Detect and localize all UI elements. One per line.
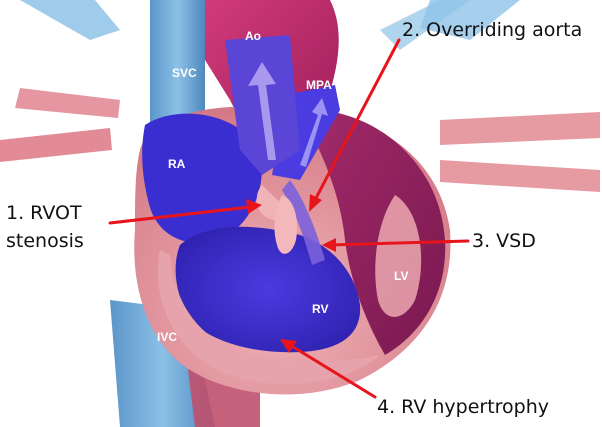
- arrowhead-rvot: [246, 199, 262, 214]
- mpa-flow-arrow: [300, 98, 328, 167]
- label-svc: SVC: [172, 66, 197, 80]
- ventricular-septum: [282, 180, 325, 265]
- callout-rvot-stenosis-line2: stenosis: [6, 230, 84, 252]
- arrowhead-overriding-aorta: [309, 194, 322, 212]
- arrowhead-rv-hypertrophy: [280, 339, 297, 353]
- callout-overriding-aorta: 2. Overriding aorta: [402, 19, 583, 41]
- overriding-aorta-flap: [274, 195, 298, 254]
- right-pulmonary-veins: [0, 0, 120, 162]
- arrow-rvot-stenosis: [108, 205, 252, 225]
- lv-wall-inner: [375, 195, 422, 317]
- label-rv: RV: [312, 302, 328, 316]
- arrow-overriding-aorta: [313, 38, 401, 202]
- arrow-vsd: [328, 239, 470, 247]
- rv-hypertrophy-wall: [157, 250, 380, 385]
- arrowhead-vsd: [322, 238, 336, 252]
- left-pulmonary-vessels: [380, 0, 600, 192]
- label-ao: Ao: [245, 29, 261, 43]
- callout-rvot-stenosis-line1: 1. RVOT: [6, 202, 82, 224]
- aorta-flow-arrow: [248, 62, 276, 160]
- label-ivc: IVC: [157, 330, 177, 344]
- label-mpa: MPA: [306, 78, 332, 92]
- ra-chamber: [142, 113, 262, 244]
- label-lv: LV: [394, 269, 408, 283]
- arrow-rv-hypertrophy: [288, 343, 377, 399]
- callout-rv-hypertrophy: 4. RV hypertrophy: [377, 396, 550, 418]
- label-ra: RA: [168, 157, 186, 171]
- callout-vsd: 3. VSD: [472, 230, 536, 252]
